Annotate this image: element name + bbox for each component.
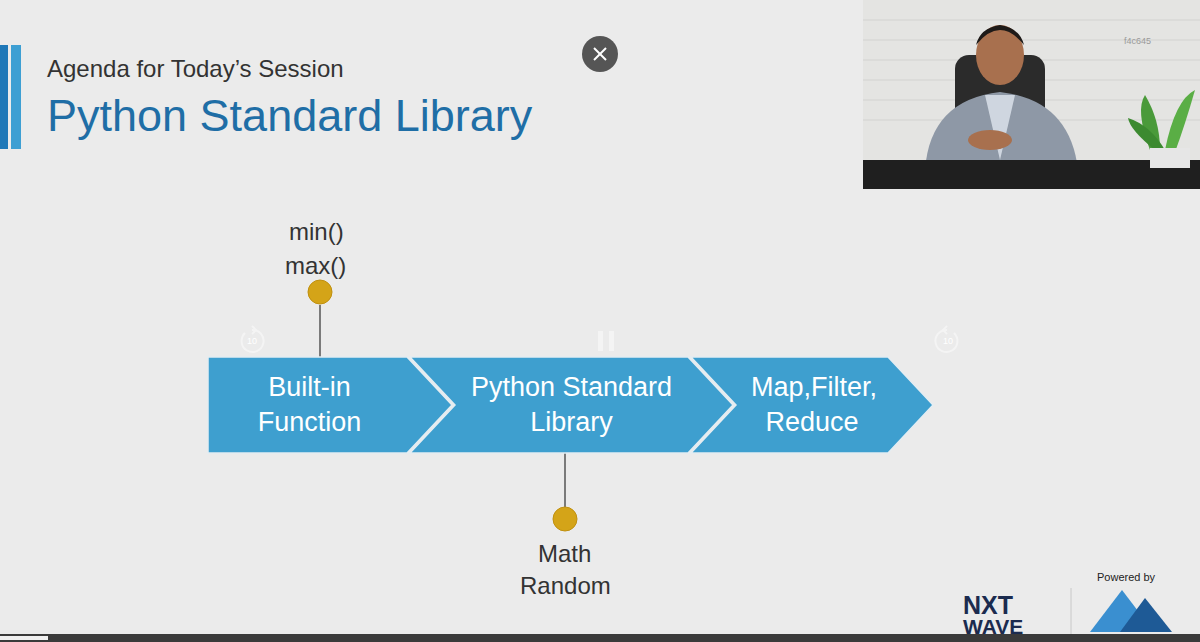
chevron-fill <box>410 357 733 453</box>
close-icon <box>594 48 606 60</box>
chevron-fill <box>208 357 452 453</box>
ibhubs-logo <box>1090 590 1172 632</box>
close-button <box>582 36 618 72</box>
callout-text: min() <box>289 218 344 246</box>
step-label: Map,Filter, Reduce <box>751 370 873 440</box>
chevron-step: Map,Filter, Reduce <box>691 357 933 453</box>
chevron-content: Built-in Function <box>208 357 452 453</box>
step-label: Built-in Function <box>225 370 394 440</box>
callout-text: Random <box>520 572 611 600</box>
skip-amount: 10 <box>247 336 257 346</box>
callout-dot <box>308 280 332 304</box>
leader-line <box>564 453 566 507</box>
chevron-shape <box>410 357 733 453</box>
progress-fill <box>0 636 48 640</box>
pause-icon <box>609 331 614 351</box>
chevron-shape <box>208 357 452 453</box>
leader-line <box>319 305 321 357</box>
forward-icon <box>935 326 957 352</box>
step-label: Python Standard Library <box>470 370 673 440</box>
webcam-inset <box>863 0 1200 189</box>
powered-by: Powered by <box>1097 571 1155 583</box>
accent-bar <box>0 45 8 149</box>
agenda-heading: Agenda for Today’s Session <box>47 55 344 83</box>
callout-dot <box>553 507 577 531</box>
chevron-step: Python Standard Library <box>410 357 733 453</box>
chevron-step: Built-in Function <box>208 357 452 453</box>
chevron-shape <box>691 357 933 453</box>
chevron-fill <box>691 357 933 453</box>
callout-text: Math <box>538 540 591 568</box>
chevron-content: Python Standard Library <box>410 357 733 453</box>
callout-text: max() <box>285 252 346 280</box>
logo-divider <box>1071 588 1072 642</box>
chevron-content: Map,Filter, Reduce <box>691 357 933 453</box>
brand-logo: WAVE <box>963 615 1023 639</box>
pause-icon <box>598 331 603 351</box>
close-icon <box>594 48 606 60</box>
rewind-icon <box>242 326 264 352</box>
watermark: f4c645 <box>1124 36 1151 46</box>
skip-amount: 10 <box>943 336 953 346</box>
accent-bar <box>11 45 21 149</box>
slide-title: Python Standard Library <box>47 90 532 142</box>
